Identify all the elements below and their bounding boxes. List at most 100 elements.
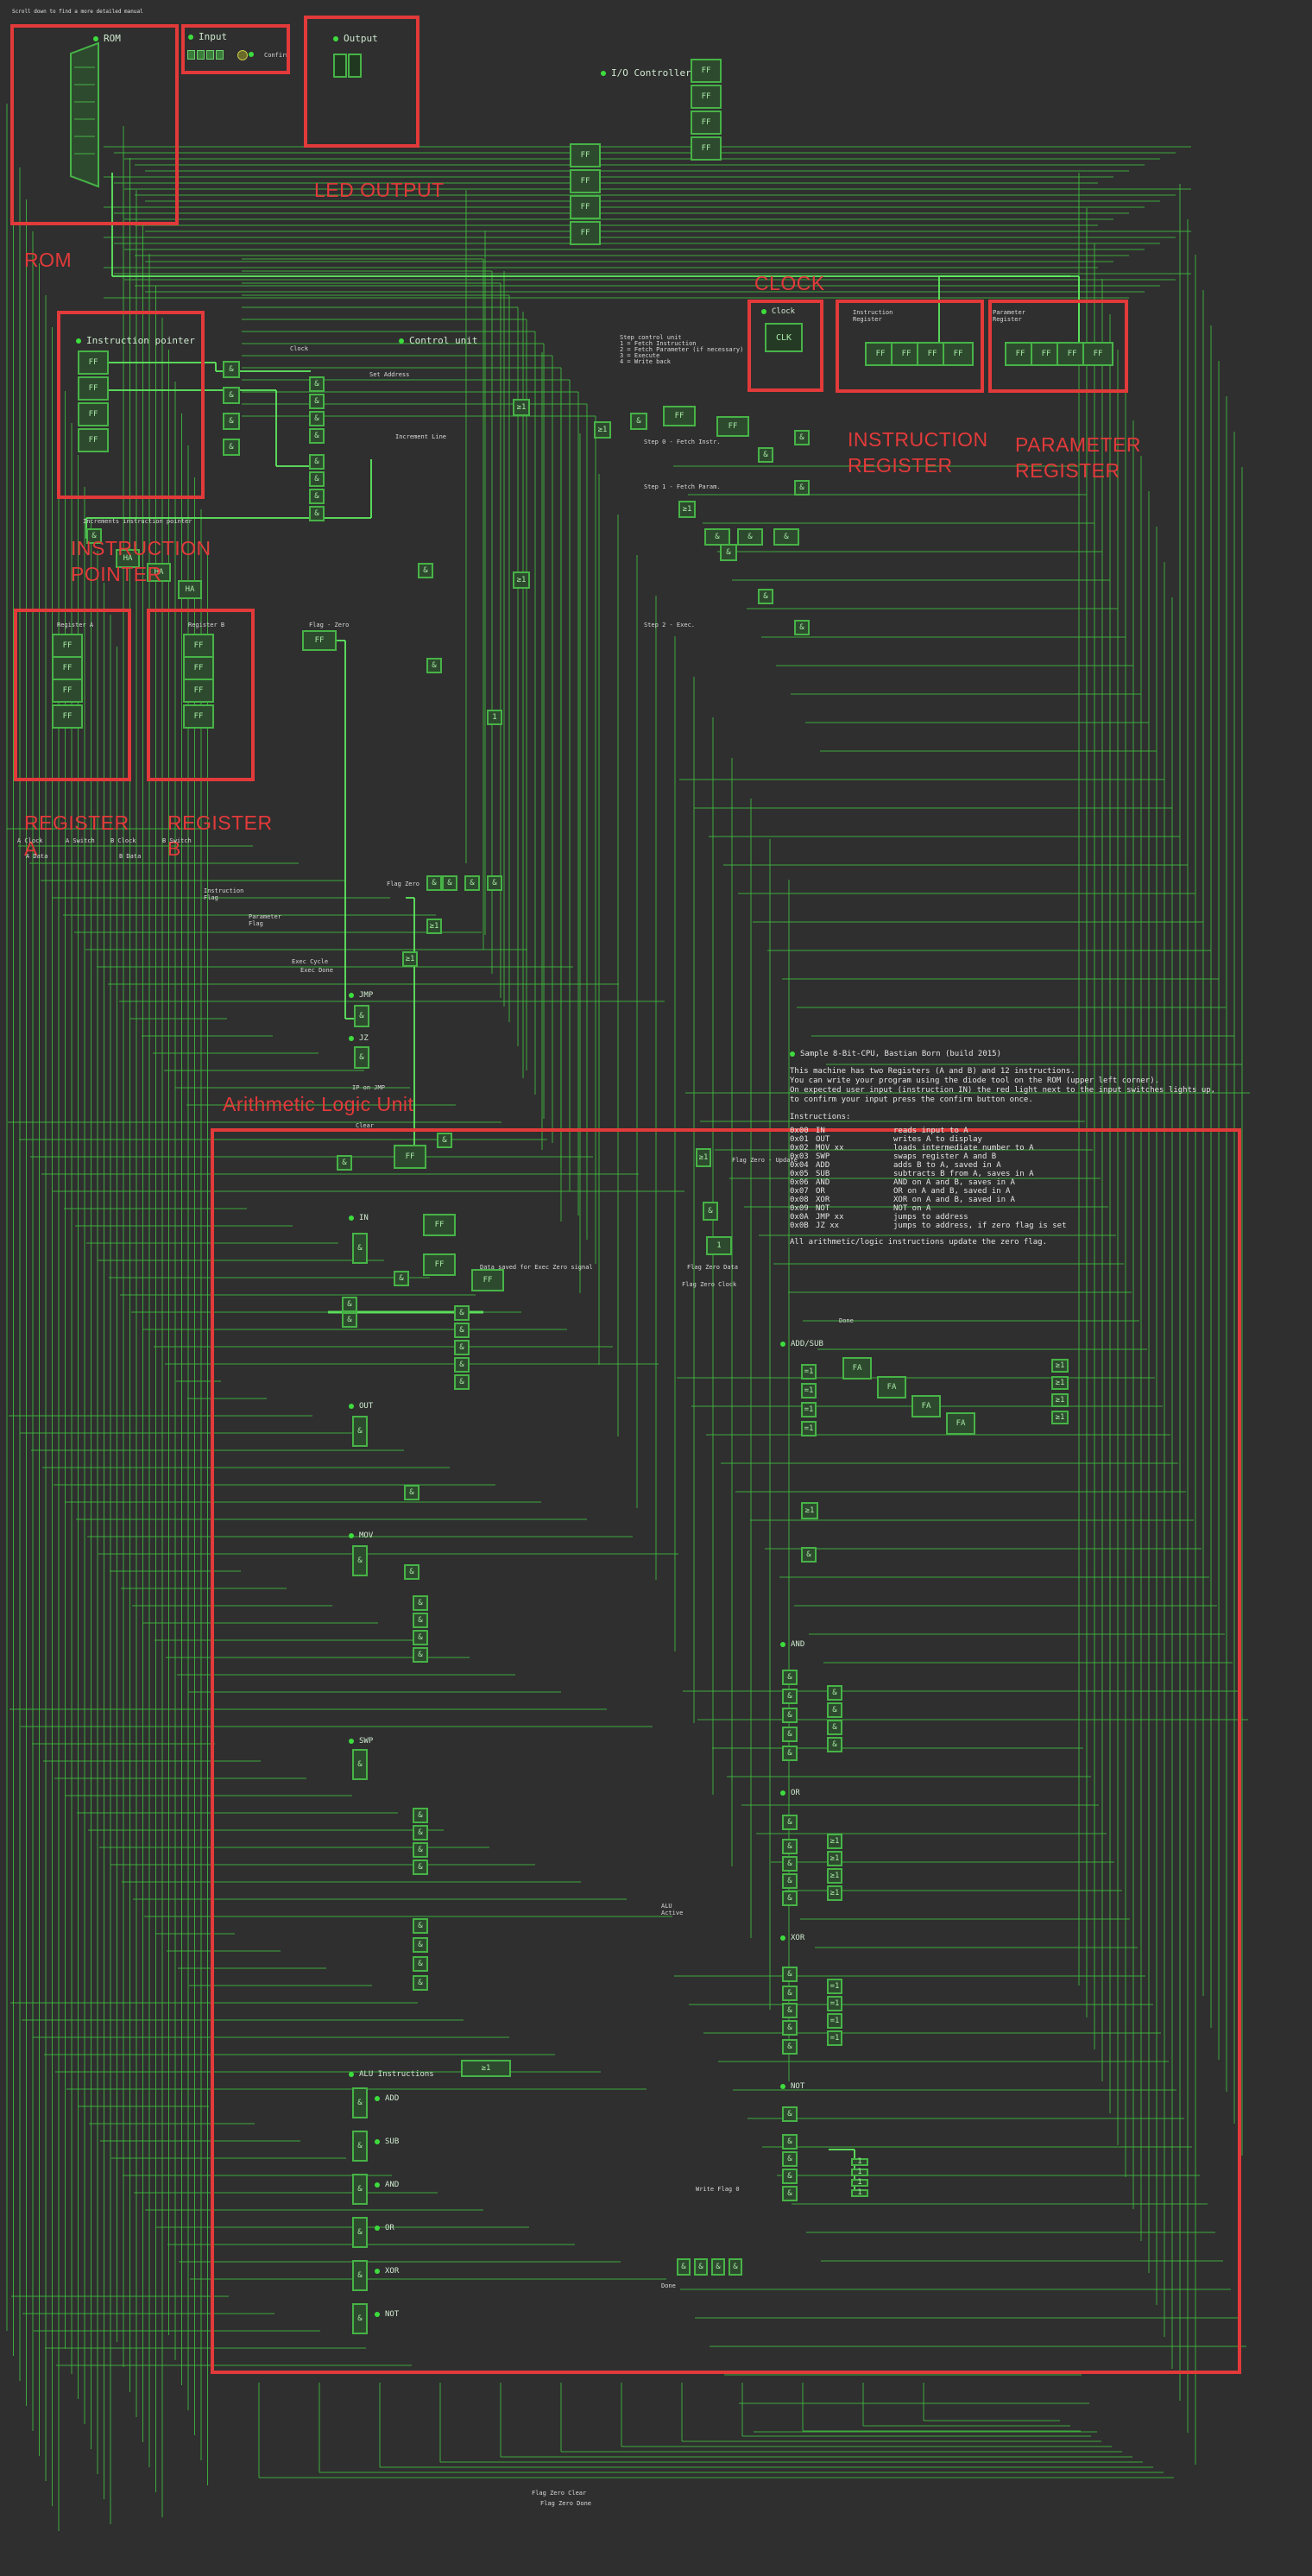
io-ff-1[interactable]: FF: [691, 59, 722, 83]
cu-gate-14[interactable]: &: [794, 430, 810, 445]
alu-sub-gate[interactable]: &: [352, 2131, 368, 2162]
addsub-xor-4[interactable]: =1: [801, 1421, 817, 1436]
io-ff-4[interactable]: FF: [691, 136, 722, 161]
ip-half-adder-1[interactable]: HA: [116, 549, 140, 568]
cu-gate-2[interactable]: &: [223, 387, 240, 404]
ip-half-adder-3[interactable]: HA: [178, 580, 202, 599]
and-gate-7[interactable]: &: [827, 1702, 842, 1718]
full-adder-1[interactable]: FA: [842, 1357, 872, 1380]
and-gate-4[interactable]: &: [782, 1727, 798, 1742]
and-gate-8[interactable]: &: [827, 1720, 842, 1735]
cu-gate-8[interactable]: &: [309, 428, 325, 444]
alu-done-gate-1[interactable]: &: [677, 2258, 691, 2276]
io-ff-5[interactable]: FF: [570, 143, 601, 167]
not-block-and-5[interactable]: &: [782, 2186, 798, 2201]
addsub-xor-3[interactable]: =1: [801, 1402, 817, 1417]
reg-a-ff-4[interactable]: FF: [52, 704, 83, 729]
ip-half-adder-2[interactable]: HA: [147, 563, 171, 582]
ip-ff-1[interactable]: FF: [78, 350, 109, 375]
cu-gate-11[interactable]: &: [309, 489, 325, 504]
alu-flag-gate-3[interactable]: 1: [706, 1236, 732, 1255]
mov-gate[interactable]: &: [352, 1545, 368, 1576]
not-block-and-3[interactable]: &: [782, 2151, 798, 2167]
flag-gate-2[interactable]: &: [442, 875, 457, 891]
or-block-and-1[interactable]: &: [782, 1815, 798, 1830]
not-gate-2[interactable]: 1: [851, 2169, 868, 2176]
alu-flag-gate-1[interactable]: ≥1: [696, 1148, 711, 1167]
and-gate-3[interactable]: &: [782, 1708, 798, 1723]
mov-gate-5[interactable]: &: [413, 1630, 428, 1645]
out-gate[interactable]: &: [352, 1416, 368, 1447]
cu-gate-12[interactable]: &: [309, 506, 325, 521]
flag-or-1[interactable]: ≥1: [426, 919, 442, 934]
alu-ctrl-gate[interactable]: &: [437, 1133, 452, 1148]
addsub-xor-2[interactable]: =1: [801, 1383, 817, 1398]
addsub-out-4[interactable]: ≥1: [1051, 1411, 1069, 1424]
cu-gate-15[interactable]: &: [758, 447, 773, 463]
cu-gate-16[interactable]: &: [794, 480, 810, 496]
xor-block-and-1[interactable]: &: [782, 1967, 798, 1982]
reg-b-ff-3[interactable]: FF: [183, 679, 214, 703]
cu-gate-4[interactable]: &: [223, 439, 240, 456]
ip-ff-3[interactable]: FF: [78, 402, 109, 426]
ir-ff-4[interactable]: FF: [943, 342, 974, 366]
mov-gate-3[interactable]: &: [413, 1595, 428, 1611]
full-adder-4[interactable]: FA: [946, 1412, 975, 1435]
alu-or-gate[interactable]: &: [352, 2217, 368, 2248]
in-gate-3[interactable]: &: [342, 1297, 357, 1312]
in-gate-7[interactable]: &: [454, 1340, 470, 1355]
clock-generator[interactable]: CLK: [765, 323, 803, 352]
swp-gate-3[interactable]: &: [413, 1825, 428, 1840]
cu-gate-17[interactable]: &: [704, 528, 730, 546]
swp-gate-5[interactable]: &: [413, 1859, 428, 1875]
flag-or-2[interactable]: ≥1: [402, 951, 418, 967]
or-gate-4[interactable]: ≥1: [827, 1885, 842, 1901]
xor-gate-4[interactable]: =1: [827, 2030, 842, 2046]
alu-ctrl-ff[interactable]: FF: [394, 1145, 426, 1169]
addsub-xor-1[interactable]: =1: [801, 1364, 817, 1380]
mov-gate-2[interactable]: &: [404, 1564, 419, 1580]
or-block-and-3[interactable]: &: [782, 1856, 798, 1872]
full-adder-2[interactable]: FA: [877, 1376, 906, 1398]
or-gate-3[interactable]: ≥1: [827, 1868, 842, 1884]
and-gate-5[interactable]: &: [782, 1746, 798, 1761]
reg-a-ff-1[interactable]: FF: [52, 634, 83, 658]
swp-gate-2[interactable]: &: [413, 1808, 428, 1823]
cu-gate-20[interactable]: &: [720, 544, 737, 561]
swp-gate-8[interactable]: &: [413, 1956, 428, 1972]
io-ff-3[interactable]: FF: [691, 110, 722, 135]
and-gate-6[interactable]: &: [827, 1685, 842, 1701]
xor-block-and-2[interactable]: &: [782, 1986, 798, 2001]
swp-gate[interactable]: &: [352, 1749, 368, 1780]
flag-gate-1[interactable]: &: [426, 875, 442, 891]
in-gate-8[interactable]: &: [454, 1357, 470, 1373]
cu-or-1[interactable]: ≥1: [513, 399, 530, 416]
in-gate-5[interactable]: &: [454, 1305, 470, 1321]
ip-ff-2[interactable]: FF: [78, 376, 109, 401]
io-ff-8[interactable]: FF: [570, 221, 601, 245]
swp-gate-7[interactable]: &: [413, 1937, 428, 1953]
and-gate-9[interactable]: &: [827, 1737, 842, 1752]
cu-gate-1[interactable]: &: [223, 361, 240, 378]
and-gate-2[interactable]: &: [782, 1689, 798, 1704]
mov-gate-4[interactable]: &: [413, 1613, 428, 1628]
alu-done-gate-3[interactable]: &: [711, 2258, 725, 2276]
or-gate-1[interactable]: ≥1: [827, 1834, 842, 1849]
io-ff-6[interactable]: FF: [570, 169, 601, 193]
addsub-out-1[interactable]: ≥1: [1051, 1359, 1069, 1373]
or-block-and-4[interactable]: &: [782, 1873, 798, 1889]
not-gate-4[interactable]: 1: [851, 2189, 868, 2197]
in-ff-3[interactable]: FF: [471, 1269, 504, 1291]
full-adder-3[interactable]: FA: [911, 1395, 941, 1417]
swp-gate-6[interactable]: &: [413, 1918, 428, 1934]
in-gate-2[interactable]: &: [394, 1271, 409, 1286]
input-switch-2[interactable]: [197, 50, 205, 60]
cu-gate-7[interactable]: &: [309, 411, 325, 426]
rom-diode-matrix[interactable]: [60, 41, 112, 188]
swp-gate-9[interactable]: &: [413, 1975, 428, 1991]
addsub-or-b[interactable]: &: [801, 1547, 817, 1563]
xor-gate-1[interactable]: =1: [827, 1979, 842, 1994]
ip-ff-4[interactable]: FF: [78, 428, 109, 452]
not-gate-3[interactable]: 1: [851, 2179, 868, 2187]
cu-gate-6[interactable]: &: [309, 394, 325, 409]
